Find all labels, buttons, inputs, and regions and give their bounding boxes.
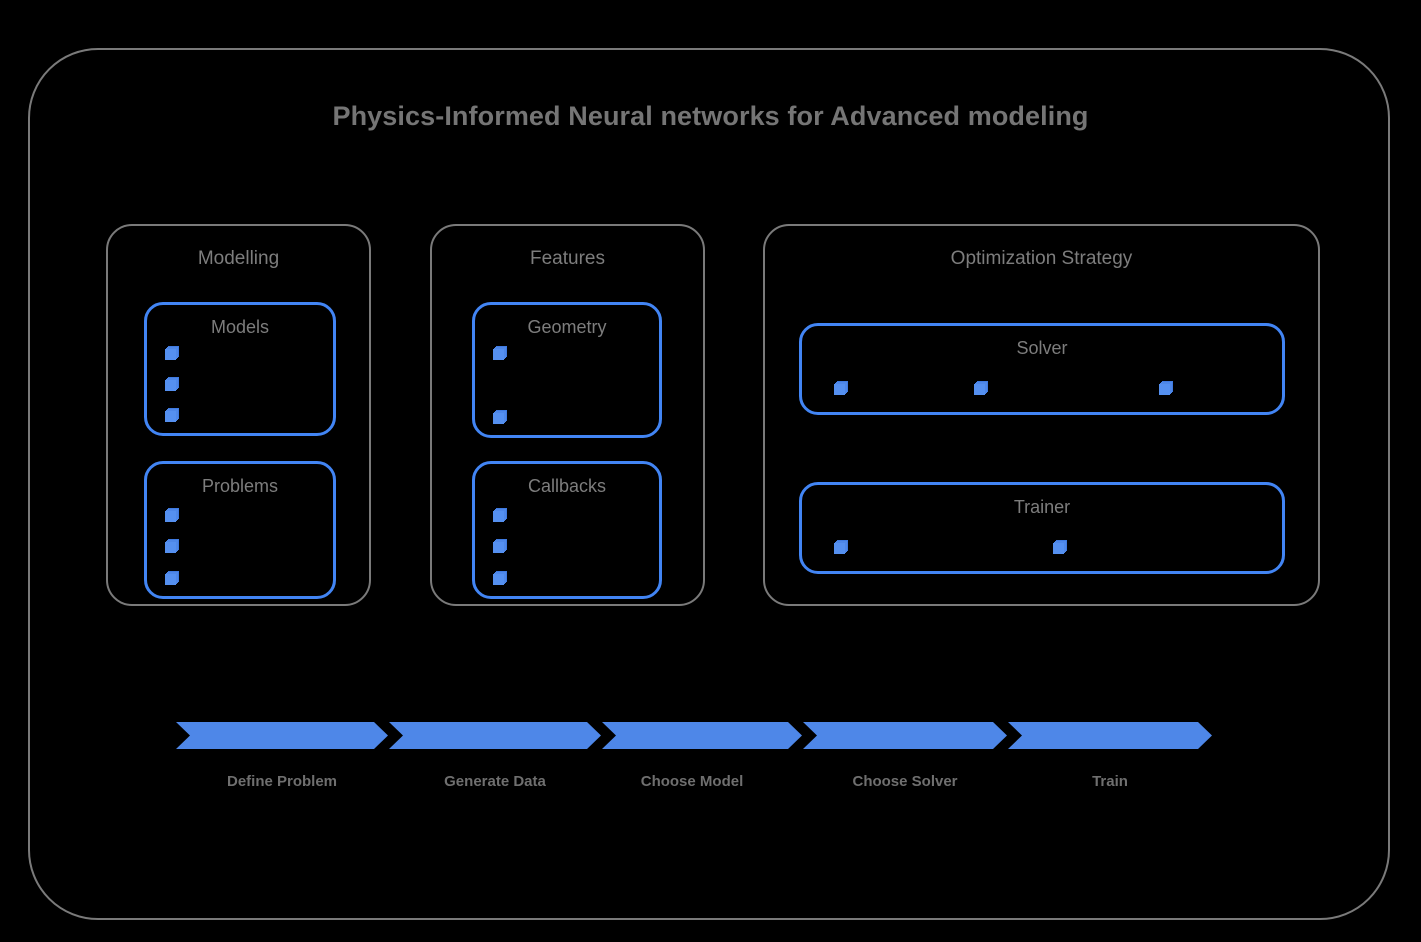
box-callbacks: Callbacks [472, 461, 662, 599]
group-box-features [430, 224, 705, 606]
item-marker-icon [1159, 384, 1170, 395]
item-marker-icon [493, 542, 504, 553]
box-title-trainer: Trainer [1013, 497, 1071, 517]
process-step-arrow-5[interactable] [1008, 722, 1212, 749]
box-title-callbacks: Callbacks [527, 476, 607, 496]
box-trainer: Trainer [799, 482, 1285, 574]
box-solver: Solver [799, 323, 1285, 415]
process-step-arrow-4[interactable] [803, 722, 1007, 749]
group-title-features: Features [530, 248, 605, 269]
process-step-label-3: Choose Model [640, 773, 744, 790]
item-marker-icon [165, 349, 176, 360]
item-marker-icon [165, 380, 176, 391]
item-marker-icon [493, 349, 504, 360]
page-title: Physics-Informed Neural networks for Adv… [332, 101, 1089, 131]
box-models: Models [144, 302, 336, 436]
box-problems: Problems [144, 461, 336, 599]
item-marker-icon [834, 384, 845, 395]
process-step-label-1: Define Problem [226, 773, 338, 790]
group-box-modelling [106, 224, 371, 606]
item-marker-icon [493, 511, 504, 522]
process-step-arrow-3[interactable] [602, 722, 802, 749]
group-title-modelling: Modelling [197, 248, 280, 269]
item-marker-icon [165, 411, 176, 422]
item-marker-icon [493, 574, 504, 585]
box-geometry: Geometry [472, 302, 662, 438]
box-title-geometry: Geometry [527, 317, 607, 337]
box-title-problems: Problems [201, 476, 279, 496]
process-step-label-5: Train [1092, 773, 1128, 790]
process-step-label-2: Generate Data [444, 773, 546, 790]
item-marker-icon [493, 413, 504, 424]
process-step-arrow-2[interactable] [389, 722, 601, 749]
item-marker-icon [165, 542, 176, 553]
item-marker-icon [165, 574, 176, 585]
group-title-optimization-strategy: Optimization Strategy [950, 248, 1133, 269]
item-marker-icon [834, 543, 845, 554]
process-step-label-4: Choose Solver [852, 773, 958, 790]
item-marker-icon [165, 511, 176, 522]
group-box-optimization-strategy [763, 224, 1320, 606]
item-marker-icon [1053, 543, 1064, 554]
outer-frame [28, 48, 1390, 920]
process-step-arrow-1[interactable] [176, 722, 388, 749]
box-title-models: Models [210, 317, 270, 337]
item-marker-icon [974, 384, 985, 395]
box-title-solver: Solver [1016, 338, 1068, 358]
